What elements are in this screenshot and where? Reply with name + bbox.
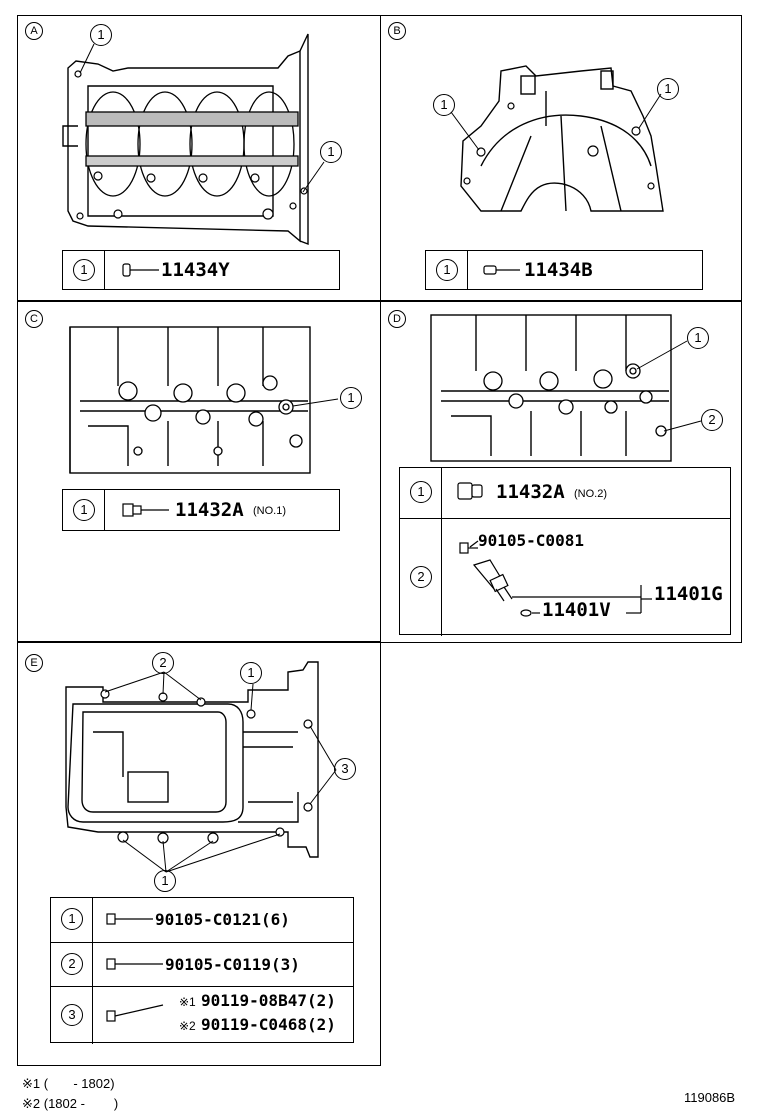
cylinder-block-front-view	[62, 33, 325, 246]
panel-d-row-1: 1 11432A (NO.2)	[400, 468, 730, 518]
panel-d-callout-1: 1	[687, 327, 709, 349]
panel-d-part-number-1: 11432A	[496, 481, 565, 503]
panel-c-letter: C	[25, 310, 43, 328]
cylinder-block-side-view-left	[69, 326, 339, 474]
panel-d-sub-number: 11401V	[542, 599, 611, 621]
bolt-icon	[106, 958, 163, 970]
panel-b-callout: 1	[433, 94, 455, 116]
panel-e-mark-1: ※1	[179, 995, 196, 1009]
panel-e-callout-1-top: 1	[240, 662, 262, 684]
panel-d-row-2-num-cell: 2	[400, 519, 442, 636]
panel-d-callout-2: 2	[701, 409, 723, 431]
panel-d-row-1-num: 1	[410, 481, 432, 503]
panel-d-assembly-number: 11401G	[654, 583, 723, 605]
panel-c-part-note: (NO.1)	[253, 505, 286, 517]
footnote-1-range: ( - 1802)	[43, 1076, 115, 1091]
plug-icon	[122, 503, 169, 517]
panel-d-part-note-1: (NO.2)	[574, 488, 607, 500]
diagram-id: 119086B	[684, 1090, 736, 1105]
panel-b-row-num: 1	[436, 259, 458, 281]
panel-c-row-num: 1	[73, 499, 95, 521]
bolt-icon	[106, 1004, 164, 1022]
panel-e-part-number-2: 90105-C0119(3)	[165, 955, 300, 974]
panel-d-row-1-num-cell: 1	[400, 468, 442, 518]
panel-b: B 1 1 1 11434B	[380, 15, 742, 302]
panel-c: C 1 1 11432A (NO.1)	[17, 300, 381, 643]
panel-d: D 1 2 1 11432A (NO.2)	[380, 300, 742, 643]
panel-e-row-1: 1 90105-C0121(6)	[51, 898, 353, 942]
panel-a-part-number: 11434Y	[161, 259, 230, 281]
panel-d-parts-table: 1 11432A (NO.2) 2	[399, 467, 731, 636]
panel-c-parts-table: 1 11432A (NO.1)	[62, 489, 340, 531]
panel-e-row-2-num-cell: 2	[51, 943, 93, 986]
panel-e-row-2: 2 90105-C0119(3)	[51, 942, 353, 986]
panel-a-callout: 1	[90, 24, 112, 46]
panel-c-part-number: 11432A	[175, 499, 244, 521]
cylinder-block-rear-view	[450, 65, 664, 212]
panel-d-bolt-number: 90105-C0081	[478, 531, 584, 550]
panel-b-letter: B	[388, 22, 406, 40]
oil-pan-bottom-view	[65, 661, 337, 873]
panel-a-letter: A	[25, 22, 43, 40]
panel-e-row-3-num-cell: 3	[51, 987, 93, 1044]
oil-jet-assembly-icon	[459, 540, 652, 617]
panel-e-mark-2: ※2	[179, 1019, 196, 1033]
bolt-icon	[106, 913, 153, 925]
panel-a-parts-table: 1 11434Y	[62, 250, 340, 290]
panel-d-row-2-num: 2	[410, 566, 432, 588]
panel-e-part-number-1: 90105-C0121(6)	[155, 910, 290, 929]
panel-e-part-number-3a: 90119-08B47(2)	[201, 991, 336, 1010]
plug-icon	[122, 263, 159, 277]
footnote-2-mark: ※2	[22, 1096, 41, 1111]
panel-a-num-cell: 1	[63, 251, 105, 289]
panel-c-callout: 1	[340, 387, 362, 409]
plug-icon	[483, 265, 520, 275]
panel-b-part-number: 11434B	[524, 259, 593, 281]
panel-e-row-1-num-cell: 1	[51, 898, 93, 942]
panel-a: A 1 1 1 11434Y	[17, 15, 381, 302]
panel-e-letter: E	[25, 654, 43, 672]
panel-e-callout-1-bottom: 1	[154, 870, 176, 892]
panel-e-part-number-3b: 90119-C0468(2)	[201, 1015, 336, 1034]
panel-e-row-1-num: 1	[61, 908, 83, 930]
panel-c-num-cell: 1	[63, 490, 105, 530]
panel-d-letter: D	[388, 310, 406, 328]
panel-e-row-3-num: 3	[61, 1004, 83, 1026]
panel-e-row-2-num: 2	[61, 953, 83, 975]
panel-d-row-2: 2	[400, 518, 730, 636]
cylinder-block-side-view-right	[430, 314, 702, 462]
panel-e-parts-table: 1 90105-C0121(6) 2 90105-C0119(3) 3	[50, 897, 354, 1044]
panel-e-row-3: 3 ※1 90119-08B47(2) ※2 90119-C0468(2)	[51, 986, 353, 1044]
plug-icon	[457, 482, 483, 500]
panel-b-callout-2: 1	[657, 78, 679, 100]
panel-a-callout-2: 1	[320, 141, 342, 163]
panel-e: E 2 1 3 1 1	[17, 641, 381, 1066]
panel-e-callout-3: 3	[334, 758, 356, 780]
footnote-2: ※2 (1802 - )	[22, 1096, 118, 1112]
panel-a-row-num: 1	[73, 259, 95, 281]
footnote-2-range: (1802 - )	[43, 1096, 119, 1111]
panel-b-num-cell: 1	[426, 251, 468, 289]
footnote-1-mark: ※1	[22, 1076, 41, 1091]
panel-b-parts-table: 1 11434B	[425, 250, 703, 290]
footnote-1: ※1 ( - 1802)	[22, 1076, 115, 1092]
panel-e-callout-2-top: 2	[152, 652, 174, 674]
